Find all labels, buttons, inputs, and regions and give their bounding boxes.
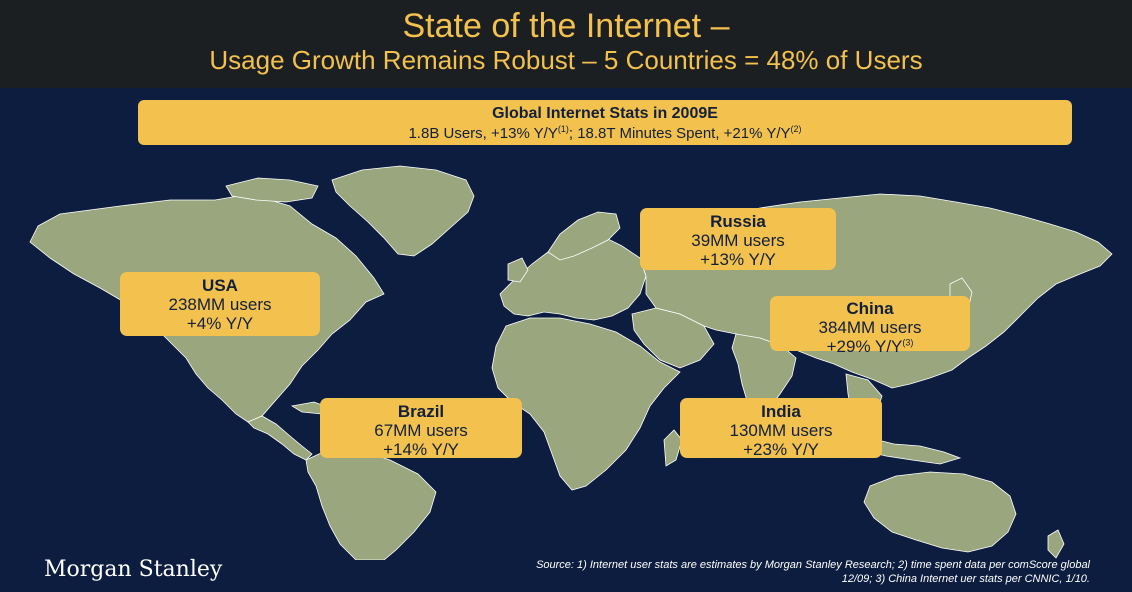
new-zealand-shape: [1047, 529, 1065, 559]
callout-usa-name: USA: [202, 276, 238, 295]
footnote-1-marker: (1): [557, 124, 569, 134]
south-america-shape: [305, 447, 437, 560]
callout-usa-growth: +4% Y/Y: [186, 314, 254, 333]
title-band: [0, 0, 1132, 88]
central-america-shape: [247, 415, 313, 461]
morgan-stanley-logo: Morgan Stanley: [44, 557, 223, 582]
source-note: Source: 1) Internet user stats are estim…: [346, 558, 1090, 586]
uk-shape: [507, 257, 529, 283]
global-stats-users: 1.8B Users, +13% Y/Y: [408, 125, 558, 142]
global-stats-line: 1.8B Users, +13% Y/Y(1); 18.8T Minutes S…: [138, 124, 1072, 143]
footnote-2-marker: (2): [790, 124, 802, 134]
callout-china-users: 384MM users: [818, 318, 922, 337]
callout-china: China 384MM users +29% Y/Y(3): [770, 296, 970, 356]
callout-russia-name: Russia: [710, 212, 766, 231]
footnote-3-marker: (3): [902, 337, 914, 348]
callout-china-growth: +29% Y/Y: [826, 337, 903, 356]
callout-brazil-name: Brazil: [397, 402, 445, 421]
callout-china-name: China: [846, 299, 894, 318]
callout-brazil: Brazil 67MM users +14% Y/Y: [320, 398, 522, 459]
greenland-shape: [331, 165, 475, 257]
callout-brazil-users: 67MM users: [374, 421, 468, 440]
callout-india-users: 130MM users: [729, 421, 833, 440]
slide-title: State of the Internet –: [402, 7, 730, 45]
callout-india-growth: +23% Y/Y: [743, 440, 819, 459]
callout-usa-users: 238MM users: [168, 295, 272, 314]
callout-china-growth-line: +29% Y/Y(3): [770, 337, 970, 356]
global-stats-heading: Global Internet Stats in 2009E: [492, 105, 718, 122]
australia-shape: [863, 471, 1017, 553]
global-stats-box: Global Internet Stats in 2009E 1.8B User…: [138, 100, 1072, 145]
slide-subtitle: Usage Growth Remains Robust – 5 Countrie…: [209, 45, 923, 75]
callout-india: India 130MM users +23% Y/Y: [680, 398, 882, 459]
callout-usa: USA 238MM users +4% Y/Y: [120, 272, 320, 336]
callout-russia-growth: +13% Y/Y: [700, 250, 776, 269]
callout-russia: Russia 39MM users +13% Y/Y: [640, 208, 836, 270]
callout-russia-users: 39MM users: [691, 231, 785, 250]
callout-brazil-growth: +14% Y/Y: [383, 440, 459, 459]
source-line-2: 12/09; 3) China Internet uer stats per C…: [841, 573, 1090, 585]
callout-india-name: India: [761, 402, 801, 421]
scandinavia-shape: [547, 211, 621, 261]
madagascar-shape: [663, 429, 683, 467]
arctic-islands-shape: [225, 177, 319, 203]
global-stats-minutes: ; 18.8T Minutes Spent, +21% Y/Y: [568, 125, 791, 142]
source-line-1: Source: 1) Internet user stats are estim…: [536, 559, 1090, 571]
